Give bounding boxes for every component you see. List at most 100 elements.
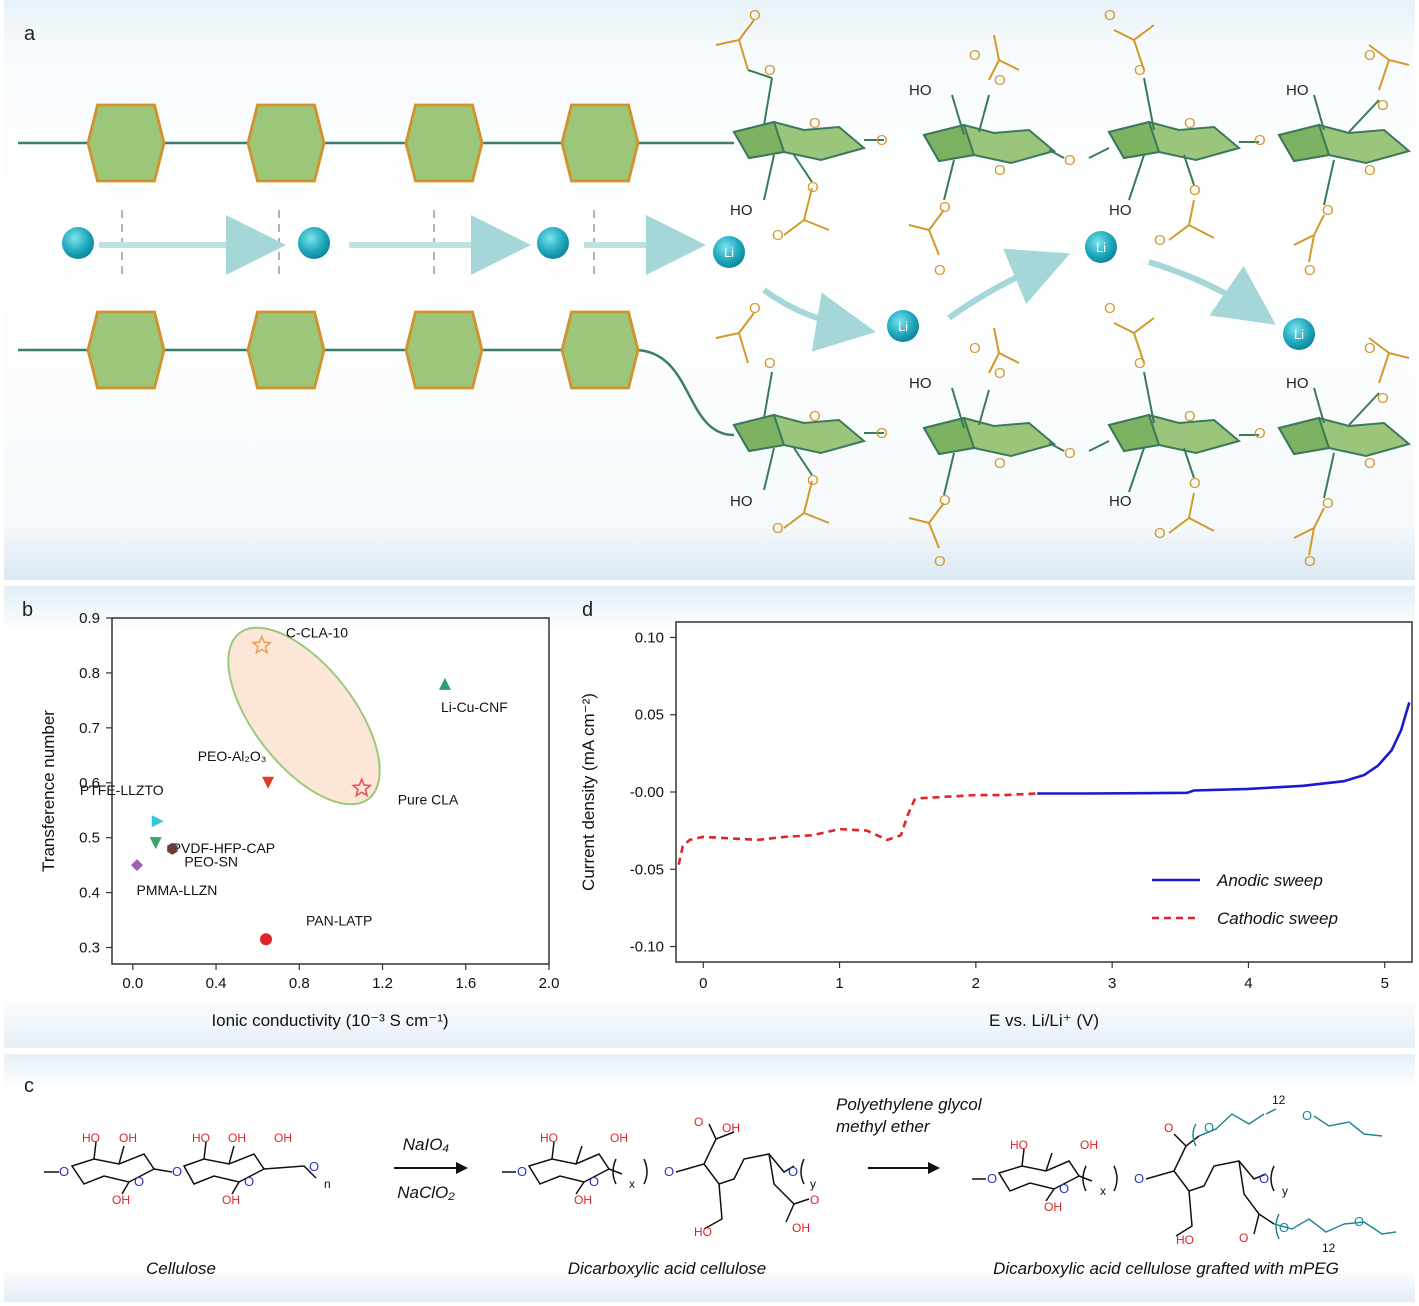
x-tick-label: 1.2: [372, 975, 393, 992]
o-atom: O: [1189, 182, 1201, 199]
cellulose-structure: [44, 1141, 317, 1195]
atom-label: O: [517, 1164, 527, 1179]
atom-label: OH: [112, 1193, 130, 1207]
y-tick-label: -0.05: [630, 861, 664, 878]
x-tick-label: 2: [972, 975, 980, 992]
ho-group: HO: [909, 375, 932, 392]
o-atom: O: [994, 365, 1006, 382]
data-point: [167, 842, 178, 855]
panel-b-label: b: [22, 599, 33, 621]
subscript-n: n: [324, 1177, 331, 1191]
panel-c-label: c: [24, 1075, 34, 1097]
acetylated-cellulose-bottom: O O O O O O O O O O O O O O O O O O O O: [715, 300, 1410, 570]
o-atom: O: [939, 492, 951, 509]
o-atom: O: [994, 162, 1006, 179]
point-label: Li-Cu-CNF: [441, 699, 508, 715]
dac-mpeg-structure: [972, 1133, 1275, 1237]
o-atom: O: [934, 553, 946, 570]
chart-d-xlabel: E vs. Li/Li⁺ (V): [989, 1011, 1099, 1030]
o-atom: O: [809, 115, 821, 132]
o-atom: O: [994, 455, 1006, 472]
panel-d-label: d: [582, 599, 593, 621]
y-tick-label: -0.10: [630, 939, 664, 956]
atom-label: O: [810, 1193, 819, 1207]
ho-group: HO: [730, 202, 753, 219]
data-point: [262, 776, 275, 789]
point-label: PAN-LATP: [306, 912, 372, 928]
data-point: [351, 777, 373, 798]
atom-label: O: [1134, 1171, 1144, 1186]
ho-group: HO: [1109, 493, 1132, 510]
o-atom: O: [876, 132, 888, 149]
panel-a: a: [4, 0, 1415, 580]
o-atom: O: [1154, 525, 1166, 542]
o-atom: O: [807, 472, 819, 489]
point-label: PMMA-LLZN: [137, 882, 218, 898]
y-tick-label: 0.8: [79, 665, 100, 682]
panel-a-label: a: [24, 23, 36, 45]
o-atom: O: [1377, 390, 1389, 407]
o-atom: O: [1189, 475, 1201, 492]
atom-label: O: [172, 1164, 182, 1179]
atom-label: O: [1204, 1120, 1214, 1135]
atom-label: OH: [119, 1131, 137, 1145]
atom-label: O: [788, 1164, 798, 1179]
chart-d-ylabel: Current density (mA cm⁻²): [579, 693, 598, 891]
point-label: PTFE-LLZTO: [80, 782, 164, 798]
o-atom: O: [1064, 445, 1076, 462]
o-atom: O: [1364, 47, 1376, 64]
atom-label: OH: [722, 1121, 740, 1135]
atom-label: OH: [792, 1221, 810, 1235]
li-label: Li: [1096, 240, 1106, 255]
o-atom: O: [1184, 115, 1196, 132]
atom-label: O: [59, 1164, 69, 1179]
data-point: [251, 634, 273, 655]
x-tick-label: 2.0: [539, 975, 560, 992]
o-atom: O: [749, 7, 761, 24]
o-atom: O: [1364, 455, 1376, 472]
point-label: PVDF-HFP-CAP: [172, 840, 275, 856]
o-atom: O: [969, 47, 981, 64]
o-atom: O: [994, 72, 1006, 89]
subscript-12: 12: [1272, 1093, 1286, 1107]
y-tick-label: 0.3: [79, 940, 100, 957]
atom-label: O: [1302, 1108, 1312, 1123]
li-ion: [62, 227, 1315, 350]
o-atom: O: [764, 355, 776, 372]
o-atom: O: [939, 199, 951, 216]
name-dac-mpeg: Dicarboxylic acid cellulose grafted with…: [993, 1259, 1339, 1278]
o-atom: O: [1254, 425, 1266, 442]
atom-label: O: [1354, 1214, 1364, 1229]
atom-label: O: [694, 1115, 703, 1129]
subscript-y: y: [1282, 1184, 1288, 1198]
subscript-12: 12: [1322, 1241, 1336, 1255]
o-atom: O: [1304, 262, 1316, 279]
reaction-arrow-2-head: [928, 1162, 940, 1174]
atom-label: OH: [222, 1193, 240, 1207]
ho-group: HO: [1109, 202, 1132, 219]
atom-label: O: [1239, 1231, 1248, 1245]
x-tick-label: 3: [1108, 975, 1116, 992]
atom-label: O: [244, 1174, 254, 1189]
data-point: [438, 677, 451, 690]
legend-cathodic-label: Cathodic sweep: [1217, 909, 1338, 928]
y-tick-label: 0.05: [635, 707, 664, 724]
acetylated-cellulose-top: O O O O O O O O O O O O O O O O O O O O: [715, 7, 1410, 279]
o-atom: O: [809, 408, 821, 425]
atom-label: O: [1259, 1171, 1269, 1186]
o-atom: O: [807, 179, 819, 196]
o-atom: O: [1322, 495, 1334, 512]
data-point: [151, 815, 164, 828]
atom-label: O: [1279, 1220, 1289, 1235]
atom-label: OH: [274, 1131, 292, 1145]
panel-c: c HO OH OH HO OH OH OH O O O O O n Cellu…: [4, 1054, 1415, 1302]
reagent-peg-line1: Polyethylene glycol: [836, 1095, 983, 1114]
highlight-ellipse: [227, 626, 381, 806]
atom-label: HO: [1176, 1233, 1194, 1247]
o-atom: O: [1154, 232, 1166, 249]
atom-label: HO: [192, 1131, 210, 1145]
y-tick-label: -0.00: [630, 784, 664, 801]
x-tick-label: 0: [699, 975, 707, 992]
